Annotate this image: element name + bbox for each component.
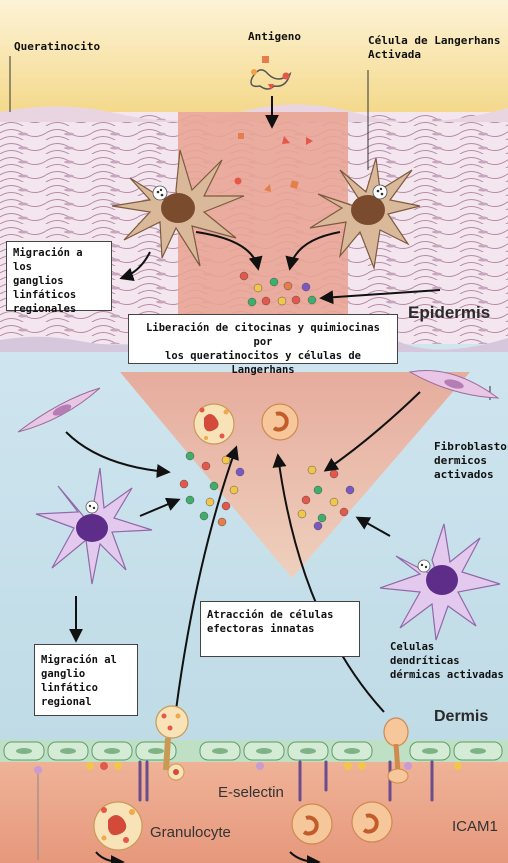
fibroblast-left: [17, 387, 101, 433]
box-atraccion: Atracción de células efectoras innatas: [200, 601, 360, 657]
label-fibroblastos: Fibroblastos dermicos activados: [434, 440, 508, 481]
label-dendriticas: Celulas dendríticas dérmicas activadas: [390, 641, 504, 681]
e-selectin-molecules: [138, 760, 434, 802]
blood-vessel: [0, 742, 508, 863]
box-migracion-ganglio: Migración al ganglio linfático regional: [34, 644, 138, 716]
label-epidermis: Epidermis: [408, 303, 491, 322]
antigen-icon: [250, 56, 292, 90]
label-e-selectin: E-selectin: [218, 784, 284, 801]
box-liberacion: Liberación de citocinas y quimiocinas po…: [128, 314, 398, 376]
granulocyte-bottom: [93, 801, 143, 851]
granulocyte-top: [193, 403, 235, 445]
cytokine-cluster-dermis-right: [297, 465, 355, 531]
granulocyte-extravasating: [155, 705, 189, 781]
monocyte-extravasating: [383, 717, 409, 784]
box-migracion-ganglios: Migración a los ganglios linfáticos regi…: [6, 241, 112, 315]
label-dermis: Dermis: [434, 708, 489, 725]
dendritic-cell-right: [379, 523, 501, 641]
langerhans-cell-left: [111, 149, 245, 267]
label-langerhans-activada: Célula de Langerhans Activada: [368, 34, 501, 61]
cytokine-cluster-epidermis: [239, 271, 317, 307]
epidermis-arrows: [119, 231, 441, 305]
monocyte-bottom-1: [291, 803, 333, 845]
label-granulocyte: Granulocyte: [150, 824, 231, 841]
vessel-flow-arrows: [95, 851, 321, 863]
endothelial-nuclei: [16, 748, 486, 754]
label-antigeno: Antigeno: [248, 30, 301, 43]
langerhans-cell-right: [309, 157, 421, 271]
dendritic-cell-left: [35, 467, 153, 585]
fibroblast-right: [408, 369, 500, 399]
monocyte-top: [261, 403, 299, 441]
label-icam1: ICAM1: [452, 818, 498, 835]
antigen-fragments: [234, 133, 313, 192]
adhesion-dots: [34, 762, 462, 860]
endothelial-cells: [3, 741, 503, 761]
stratum-corneum: [0, 0, 508, 112]
monocyte-bottom-2: [351, 801, 393, 843]
label-queratinocito: Queratinocito: [14, 40, 101, 53]
